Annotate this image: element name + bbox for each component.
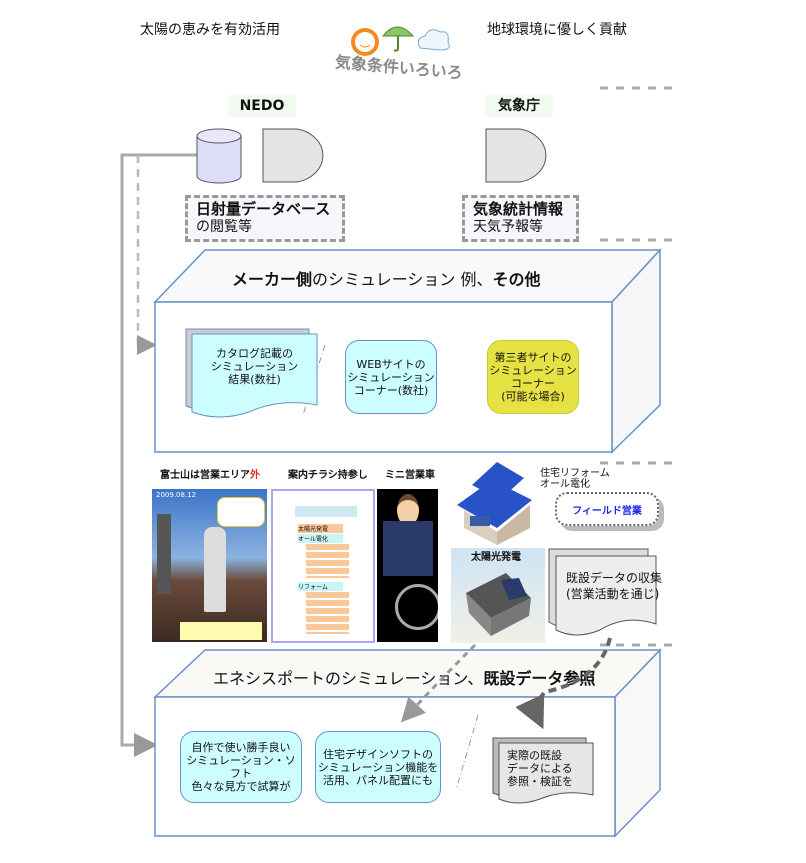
catalog-text: カタログ記載の シミュレーション 結果(数社) — [192, 347, 317, 386]
document-delay-shape-icon — [485, 128, 547, 183]
flyer-item: オール電化 — [298, 534, 343, 543]
collect-data-document-icon — [548, 548, 657, 636]
text-line: シミュレーション・ソフト — [186, 754, 296, 780]
third-party-simulation-box: 第三者サイトのシミュレーションコーナー(可能な場合) — [487, 340, 579, 414]
right-slogan: 地球環境に優しく貢献 — [487, 22, 627, 38]
left-slogan: 太陽の恵みを有効活用 — [140, 22, 280, 38]
house-caption: 住宅リフォームオール電化 — [540, 468, 610, 490]
bike-salesman-illustration — [377, 489, 438, 642]
person-figure — [204, 527, 226, 612]
catalog-document-icon — [185, 328, 318, 418]
text-line: 自作で使い勝手良い — [191, 741, 291, 754]
flyer-list — [306, 544, 349, 578]
photo-date: 2009.08.12 — [156, 491, 197, 499]
text-line: オール電化 — [540, 479, 590, 490]
text-line: シミュレーション — [489, 364, 577, 377]
nedo-sub: の閲覧等 — [196, 219, 252, 235]
text-line: コーナー(数社) — [353, 383, 429, 397]
solar-illustration: 太陽光発電 — [451, 548, 545, 643]
custom-software-box: 自作で使い勝手良いシミュレーション・ソフト色々な見方で試算が — [180, 731, 302, 803]
existing-data-document-icon — [492, 737, 594, 804]
text-line: 住宅デザインソフトの — [323, 747, 433, 761]
title-bold: 既設データ参照 — [483, 669, 596, 688]
text-line: 実際の既設 — [507, 749, 562, 762]
photo-note — [180, 622, 262, 640]
flyer-caption: 案内チラシ持参し — [288, 470, 368, 481]
jma-title: 気象統計情報 — [473, 200, 564, 218]
field-sales-callout: フィールド営業 — [555, 492, 659, 526]
fuji-photo: 2009.08.12 — [152, 489, 267, 642]
flyer-header — [295, 506, 357, 517]
nedo-title: 日射量データベース — [196, 200, 331, 218]
text-line: データによる — [507, 762, 573, 775]
solar-caption: 太陽光発電 — [471, 552, 521, 563]
flyer-image: 太陽光発電 オール電化 リフォーム — [271, 489, 375, 643]
text-line: コーナー — [511, 377, 555, 390]
enesport-box-title: エネシスポートのシミュレーション、既設データ参照 — [213, 665, 595, 689]
fuji-caption: 富士山は営業エリア外 — [160, 466, 260, 481]
title-bold: その他 — [492, 270, 541, 289]
text-line: WEBサイトの — [356, 357, 426, 371]
collect-data-text: 既設データの収集 (営業活動を通じ) — [566, 570, 662, 602]
head — [397, 494, 419, 526]
text-line: 既設データの収集 — [566, 571, 663, 585]
suit — [383, 521, 433, 576]
text-line: (営業活動を通じ) — [566, 587, 660, 601]
logo: 気象条件いろいろ — [334, 18, 475, 83]
document-delay-shape-icon — [262, 128, 324, 183]
stone-pillar — [157, 514, 171, 594]
flyer-item: リフォーム — [298, 582, 343, 591]
text-line: カタログ記載の — [216, 347, 293, 360]
caption-red-text: 外 — [250, 470, 260, 481]
text-line: 第三者サイトの — [494, 351, 572, 364]
title-bold: メーカー側 — [232, 270, 313, 289]
web-simulation-box: WEBサイトのシミュレーションコーナー(数社) — [345, 340, 437, 414]
jma-sub: 天気予報等 — [473, 219, 543, 235]
nedo-database-box: 日射量データベース の閲覧等 — [185, 195, 345, 242]
bike-caption: ミニ営業車 — [385, 470, 435, 481]
text-line: シミュレーション機能を — [317, 760, 439, 774]
title-text: エネシスポートのシミュレーション、 — [213, 669, 484, 688]
house-design-software-box: 住宅デザインソフトのシミュレーション機能を活用、パネル配置にも — [315, 731, 441, 803]
caption-text: 富士山は営業エリア — [160, 470, 250, 481]
bike-wheel — [395, 584, 438, 630]
jma-label: 気象庁 — [485, 95, 553, 117]
text-line: 住宅リフォーム — [540, 468, 610, 479]
solid-connector — [120, 153, 198, 757]
jma-stats-box: 気象統計情報 天気予報等 — [462, 195, 579, 242]
text-line: 参照・検証を — [507, 775, 573, 788]
text-line: シミュレーション — [347, 370, 435, 384]
database-icon — [196, 128, 242, 184]
dashed-connector — [136, 155, 157, 355]
title-mid: のシミュレーション 例、 — [312, 270, 493, 289]
nedo-label: NEDO — [228, 95, 296, 117]
text-line: 色々な見方で試算が — [191, 780, 291, 793]
maker-box-title: メーカー側のシミュレーション 例、その他 — [232, 266, 540, 290]
flyer-list — [306, 592, 349, 634]
existing-data-text: 実際の既設データによる参照・検証を — [507, 749, 573, 788]
weather-mascots-icon — [351, 26, 450, 56]
house-illustration — [452, 460, 538, 545]
text-line: (可能な場合) — [501, 390, 565, 403]
text-line: シミュレーション — [210, 360, 299, 373]
speech-bubble — [217, 497, 265, 527]
text-line: 結果(数社) — [228, 373, 281, 386]
flyer-item: 太陽光発電 — [298, 524, 343, 533]
text-line: 活用、パネル配置にも — [323, 773, 433, 787]
